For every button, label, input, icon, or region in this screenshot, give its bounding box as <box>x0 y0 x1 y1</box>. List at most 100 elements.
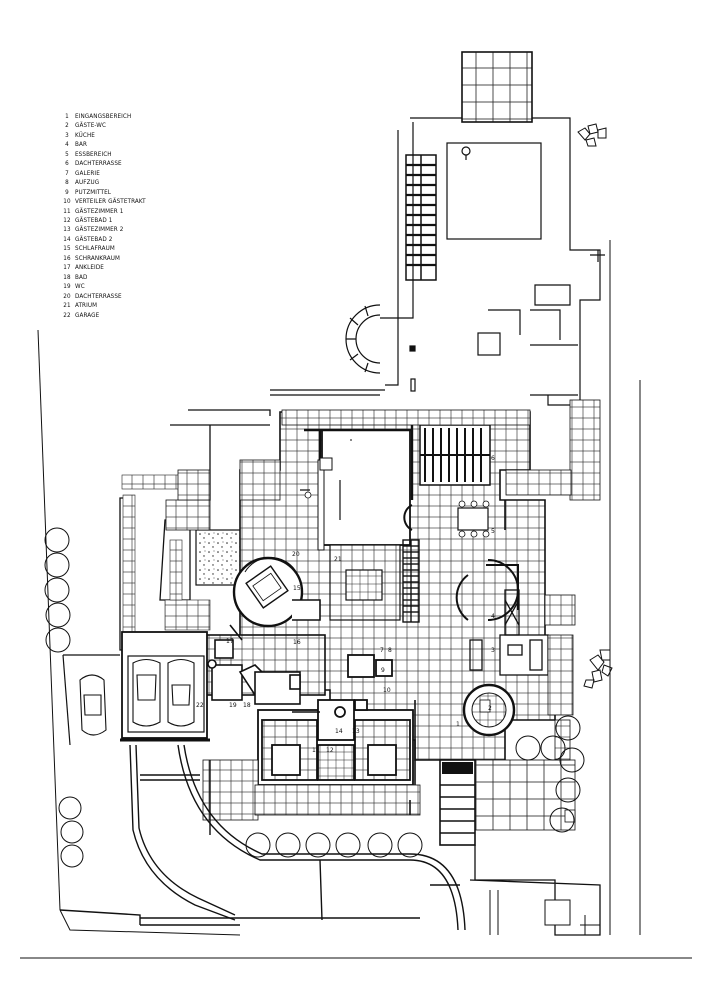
legend-item: 15 SCHLAFRAUM <box>60 244 146 253</box>
legend-label: GÄSTEBAD 2 <box>75 235 113 243</box>
entrance-rotunda <box>462 683 516 737</box>
spiral-stair <box>345 304 381 374</box>
legend-label: ESSBEREICH <box>75 150 112 158</box>
legend-number: 18 <box>63 273 71 281</box>
legend-label: GÄSTEZIMMER 2 <box>75 226 124 234</box>
legend-number: 16 <box>63 254 71 262</box>
legend-number: 20 <box>63 292 71 300</box>
room-number: 1 <box>456 721 460 728</box>
legend-label: WC <box>75 283 85 291</box>
pergola <box>405 154 437 281</box>
legend-number: 10 <box>63 198 71 206</box>
rocks-top-right <box>577 123 607 147</box>
room-number: 12 <box>326 747 334 754</box>
gravel-bed <box>195 529 242 586</box>
legend-label: SCHLAFRAUM <box>75 245 115 253</box>
legend-number: 12 <box>63 216 71 224</box>
room-number: 10 <box>383 687 391 694</box>
driveway <box>59 744 466 931</box>
room-number: 11 <box>312 747 320 754</box>
master-rotunda <box>232 556 304 628</box>
legend-item: 12 GÄSTEBAD 1 <box>60 216 146 225</box>
room-number: 17 <box>226 638 234 645</box>
legend-number: 19 <box>63 283 71 291</box>
rocks-right <box>583 649 613 689</box>
legend-item: 2 GÄSTE-WC <box>60 121 146 130</box>
legend-item: 13 GÄSTEZIMMER 2 <box>60 225 146 234</box>
legend-number: 7 <box>65 169 69 177</box>
legend-number: 17 <box>63 264 71 272</box>
legend-number: 2 <box>65 122 69 130</box>
room-number: 20 <box>292 551 300 558</box>
master-suite <box>204 599 326 705</box>
cars <box>79 658 195 736</box>
legend-number: 13 <box>63 226 71 234</box>
room-labels: 1 2 3 4 5 6 7 8 9 10 11 12 13 14 15 16 1… <box>196 455 495 754</box>
legend-number: 15 <box>63 245 71 253</box>
legend-number: 9 <box>65 188 69 196</box>
legend-item: 14 GÄSTEBAD 2 <box>60 235 146 244</box>
kitchen <box>469 589 549 676</box>
entrance-steps <box>439 759 601 936</box>
dining-table <box>457 500 490 538</box>
legend-label: GÄSTEZIMMER 1 <box>75 207 124 215</box>
room-number: 15 <box>293 585 301 592</box>
exterior-paving <box>165 399 601 831</box>
central-stair <box>402 539 420 623</box>
legend-number: 21 <box>63 302 71 310</box>
legend-label: DACHTERRASSE <box>75 292 122 300</box>
legend-label: GALERIE <box>75 169 100 177</box>
site-boundary <box>20 240 692 959</box>
dining-pergola <box>419 424 491 486</box>
room-number: 13 <box>352 728 360 735</box>
legend-number: 11 <box>63 207 71 215</box>
room-number: 8 <box>388 647 392 654</box>
left-terrace-paving <box>121 474 211 636</box>
legend-number: 14 <box>63 235 71 243</box>
legend-item: 19 WC <box>60 282 146 291</box>
legend-label: BAD <box>75 273 88 281</box>
legend-label: VERTEILER GÄSTETRAKT <box>75 198 146 206</box>
atrium <box>300 420 414 621</box>
legend-number: 22 <box>63 311 71 319</box>
room-number: 4 <box>491 613 495 620</box>
room-number: 6 <box>491 455 495 462</box>
legend-item: 18 BAD <box>60 273 146 282</box>
legend-item: 8 AUFZUG <box>60 178 146 187</box>
room-number: 16 <box>293 639 301 646</box>
room-number: 5 <box>491 528 495 535</box>
legend-label: DACHTERRASSE <box>75 160 122 168</box>
trees <box>44 527 585 868</box>
legend-item: 7 GALERIE <box>60 169 146 178</box>
legend-label: GÄSTEBAD 1 <box>75 216 113 224</box>
legend-item: 21 ATRIUM <box>60 301 146 310</box>
legend-number: 8 <box>65 179 69 187</box>
guest-wing <box>257 654 414 786</box>
legend-item: 6 DACHTERRASSE <box>60 159 146 168</box>
skylight-grid <box>461 51 533 123</box>
room-number: 3 <box>491 647 495 654</box>
legend-label: AUFZUG <box>75 179 100 187</box>
legend-label: EINGANGSBEREICH <box>75 113 132 120</box>
roof-openings <box>409 250 605 396</box>
room-number: 22 <box>196 702 204 709</box>
room-number: 19 <box>229 702 237 709</box>
legend-label: ATRIUM <box>75 302 98 310</box>
legend-item: 20 DACHTERRASSE <box>60 292 146 301</box>
legend-label: GÄSTE-WC <box>75 122 107 130</box>
room-number: 21 <box>334 556 342 563</box>
legend-label: BAR <box>75 141 87 149</box>
legend-number: 6 <box>65 160 69 168</box>
legend-item: 9 PUTZMITTEL <box>60 188 146 197</box>
legend-label: PUTZMITTEL <box>75 188 112 196</box>
legend-item: 10 VERTEILER GÄSTETRAKT <box>60 197 146 206</box>
legend-label: SCHRANKRAUM <box>75 254 121 262</box>
room-number: 14 <box>335 728 343 735</box>
